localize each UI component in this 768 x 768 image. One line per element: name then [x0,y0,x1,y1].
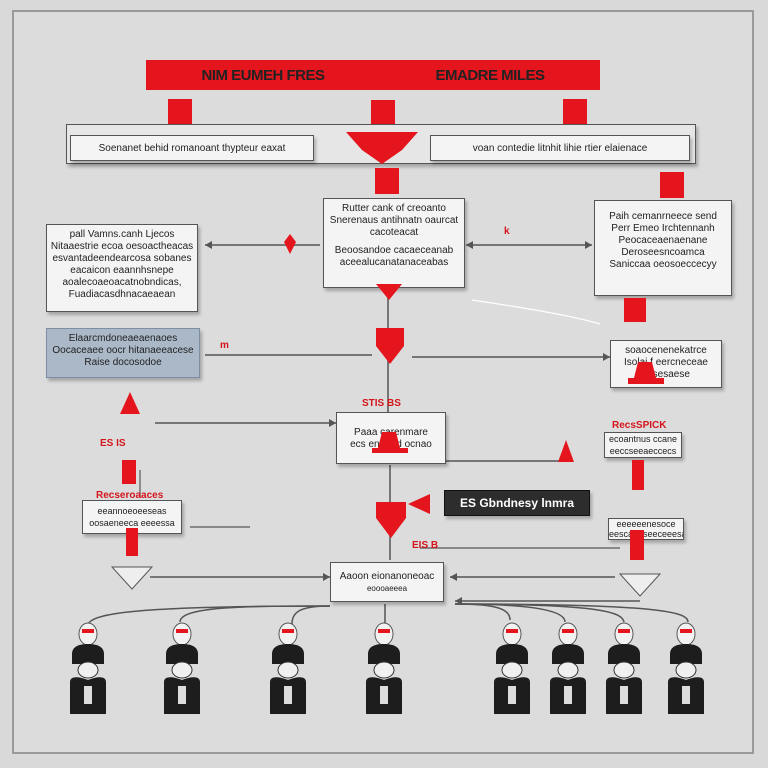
right-info-box: Paih cemanrneece send Perr Emeo Irchtenn… [594,200,732,296]
right-small-box: ecoantnus ccane eeccseeaeccecs [604,432,682,458]
left-label: ES IS [100,438,126,449]
connector-red-right [563,99,587,125]
red-flag-mid-right [558,440,574,462]
row1-right-text: voan contedie litnhit lihie rtier elaien… [472,143,648,154]
blue-box-line2: Oocaceaee oocr hitanaeeacese [52,345,194,356]
right-small-line1: ecoantnus ccane [608,434,678,444]
bottom-hub-box: Aaoon eionanoneoac eoooaeeea [330,562,444,602]
connector-red-center-2 [375,168,399,194]
right-low-box: eeeeeenesoce eescanoseeceeesa [608,518,684,540]
left-box-line2: Nitaaestrie ecoa oesoactheacas [50,241,194,252]
left-small-title: Recseroaaces [96,490,164,501]
left-box-line3: esvantadeendearcosa sobanes eacaicon eaa… [52,253,192,276]
person-icon [160,620,204,714]
right-low-line2: eescanoseeceeesa [609,529,684,539]
red-stem-right [632,460,644,490]
right-mid-line3: sesesaese [642,369,690,380]
red-stem-left [122,460,136,484]
person-icon [664,620,708,714]
row1-left-text: Soenanet behid romanoant thypteur eaxat [98,143,286,154]
center-main-line2: Snerenaus antihnatn oaurcat cacoteacat [329,215,459,238]
bottom-box-line2: eoooaeeea [366,584,408,593]
left-info-box: pall Vamns.canh Ljecos Nitaaestrie ecoa … [46,224,198,312]
person-icon [362,620,406,714]
left-box-line1: pall Vamns.canh Ljecos [69,229,175,240]
banner-left-title: NIM EUMEH FRES [201,66,325,84]
red-shield-top [346,132,418,164]
funnel-triangle-left [110,566,154,590]
highlight-dark-box: ES Gbndnesy lnmra GESO [444,490,590,516]
right-box-line3: Peocaceaenaenane [618,235,708,246]
funnel-triangle-right [618,573,662,597]
blue-box-line3: Raise docosodoe [84,357,162,368]
red-pointer-dark [408,494,430,514]
person-icon [546,620,590,714]
header-banner: NIM EUMEH FRES EMADRE MILES [146,60,600,90]
k-mark: k [504,226,510,237]
dark-box-label: ES Gbndnesy lnmra GESO [459,496,575,510]
connector-red-center [371,100,395,126]
left-small-line1: eeannoeoeeseas [97,506,167,516]
right-box-line1: Paih cemanrneece send [609,211,717,222]
person-icon [266,620,310,714]
red-shield-low [376,502,406,538]
right-box-line2: Perr Emeo Irchtennanh [611,223,715,234]
red-triangle-down [376,284,402,300]
center-main-line3: Beoosandoe cacaeceanab aceealucanatanace… [334,245,454,268]
red-stem-left-2 [126,528,138,556]
center-mid-tag: STIS BS [362,398,401,409]
bottom-box-line1: Aaoon eionanoneoac [339,571,435,582]
red-lamp-icon-right [628,362,664,384]
red-shield-mid [376,328,404,364]
right-mid-line2: Isolai f eercneceae [624,357,708,368]
connector-red-right-2 [660,172,684,198]
left-small-line2: oosaeneeca eeeessa [89,518,175,528]
red-stem-right-2 [630,530,644,560]
right-mid-line1: soaocenenekatrce [625,345,707,356]
row1-right-box: voan contedie litnhit lihie rtier elaien… [430,135,690,161]
red-lamp-icon-center [372,432,408,453]
m-mark: m [220,340,229,351]
left-box-line4: aoalecoaeoacatnobndicas, Fuadiacasdhnaca… [62,277,182,300]
red-flag-left [120,392,140,414]
right-low-line1: eeeeeenesoce [616,519,676,529]
person-icon [66,620,110,714]
connector-red-left [168,99,192,125]
blue-info-box: Elaarcmdoneaeaenaoes Oocaceaee oocr hita… [46,328,200,378]
center-label: EIS B [412,540,439,551]
right-small-line2: eeccseeaeccecs [609,446,677,456]
person-icon [602,620,646,714]
center-main-line1: Rutter cank of creoanto [342,203,446,214]
right-small-title: RecsSPICK [612,420,667,431]
right-box-line5: Saniccaa oeosoeccecyy [609,259,717,270]
center-main-box: Rutter cank of creoanto Snerenaus antihn… [323,198,465,288]
red-pin-left [284,234,296,254]
banner-right-title: EMADRE MILES [435,66,545,84]
right-box-line4: Deroseesncoamca [621,247,705,258]
connector-red-right-3 [624,298,646,322]
blue-box-line1: Elaarcmdoneaeaenaoes [68,333,178,344]
person-icon [490,620,534,714]
row1-left-box: Soenanet behid romanoant thypteur eaxat [70,135,314,161]
